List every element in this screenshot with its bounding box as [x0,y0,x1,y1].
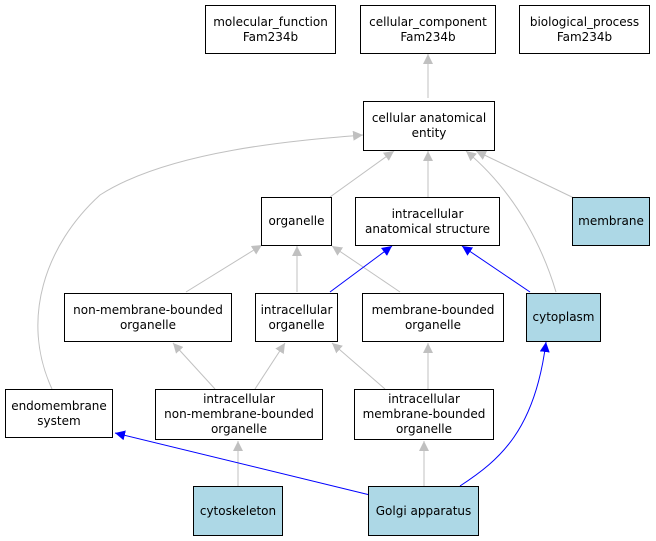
node-label-line: organelle [268,317,325,332]
node-cytoskeleton[interactable]: cytoskeleton [193,486,283,536]
node-label-line: cytoskeleton [199,503,277,518]
node-non-membrane-bounded-organelle[interactable]: non-membrane-bounded organelle [64,293,232,342]
edge-inmbo-to-io [254,342,286,390]
node-label-line: intracellular [391,206,464,221]
node-molecular-function[interactable]: molecular_function Fam234b [205,5,336,54]
node-label-line: intracellular [388,392,460,406]
edge-organelle-to-cae [329,150,395,198]
node-label-line: Fam234b [242,29,299,44]
node-intracellular-non-membrane-bounded-organelle[interactable]: intracellular non-membrane-bounded organ… [155,389,323,440]
node-label-line: organelle [268,214,325,228]
node-endomembrane-system[interactable]: endomembrane system [5,389,113,438]
node-membrane[interactable]: membrane [572,197,650,246]
edge-inmbo-to-nmbo [172,342,216,390]
node-label-line: molecular_function [213,14,328,29]
node-biological-process[interactable]: biological_process Fam234b [519,5,650,54]
node-label-line: organelle [395,422,453,436]
node-label-line: organelle [404,317,462,332]
node-label-line: organelle [119,317,177,332]
edge-endomembrane-to-cae [37,130,364,390]
node-label-line: membrane-bounded [362,407,486,421]
node-intracellular-membrane-bounded-organelle[interactable]: intracellular membrane-bounded organelle [354,389,494,440]
node-label-line: system [37,413,81,428]
node-label-line: biological_process [529,14,640,29]
node-label-line: membrane-bounded [371,302,495,317]
node-label-line: cellular anatomical [371,111,487,125]
node-intracellular-anatomical-structure[interactable]: intracellular anatomical structure [355,197,500,246]
node-label-line: anatomical structure [365,221,490,236]
edge-imbo-to-io [331,342,386,390]
node-cytoplasm[interactable]: cytoplasm [526,293,601,342]
edge-cytoplasm-to-ias-partof [461,245,531,293]
node-label-line: organelle [210,422,268,436]
node-intracellular-organelle[interactable]: intracellular organelle [255,293,338,342]
node-cellular-component[interactable]: cellular_component Fam234b [360,5,496,54]
edge-io-to-ias-partof [329,245,393,293]
node-label-line: non-membrane-bounded [164,407,314,421]
node-label-line: Fam234b [400,29,456,44]
node-label-line: cellular_component [369,14,487,29]
node-label-line: entity [411,126,447,140]
node-label-line: Fam234b [556,29,613,44]
edge-golgi-to-cytoplasm-partof [459,341,550,487]
node-golgi-apparatus[interactable]: Golgi apparatus [368,486,479,536]
node-label-line: endomembrane [11,398,107,413]
node-cellular-anatomical-entity[interactable]: cellular anatomical entity [363,101,495,151]
node-label-line: membrane [578,214,644,228]
edge-cytoplasm-to-cae [465,150,557,293]
edge-golgi-to-endomembrane-partof [114,430,371,496]
edge-nmbo-to-organelle [185,244,263,293]
node-label-line: Golgi apparatus [375,503,472,518]
node-label-line: non-membrane-bounded [73,302,223,317]
edge-membrane-to-cae [475,150,575,199]
node-organelle[interactable]: organelle [261,197,332,246]
edge-mbo-to-organelle [331,245,401,293]
node-membrane-bounded-organelle[interactable]: membrane-bounded organelle [362,293,504,342]
node-label-line: intracellular [203,392,275,406]
node-label-line: cytoplasm [532,310,595,324]
node-label-line: intracellular [260,302,333,317]
